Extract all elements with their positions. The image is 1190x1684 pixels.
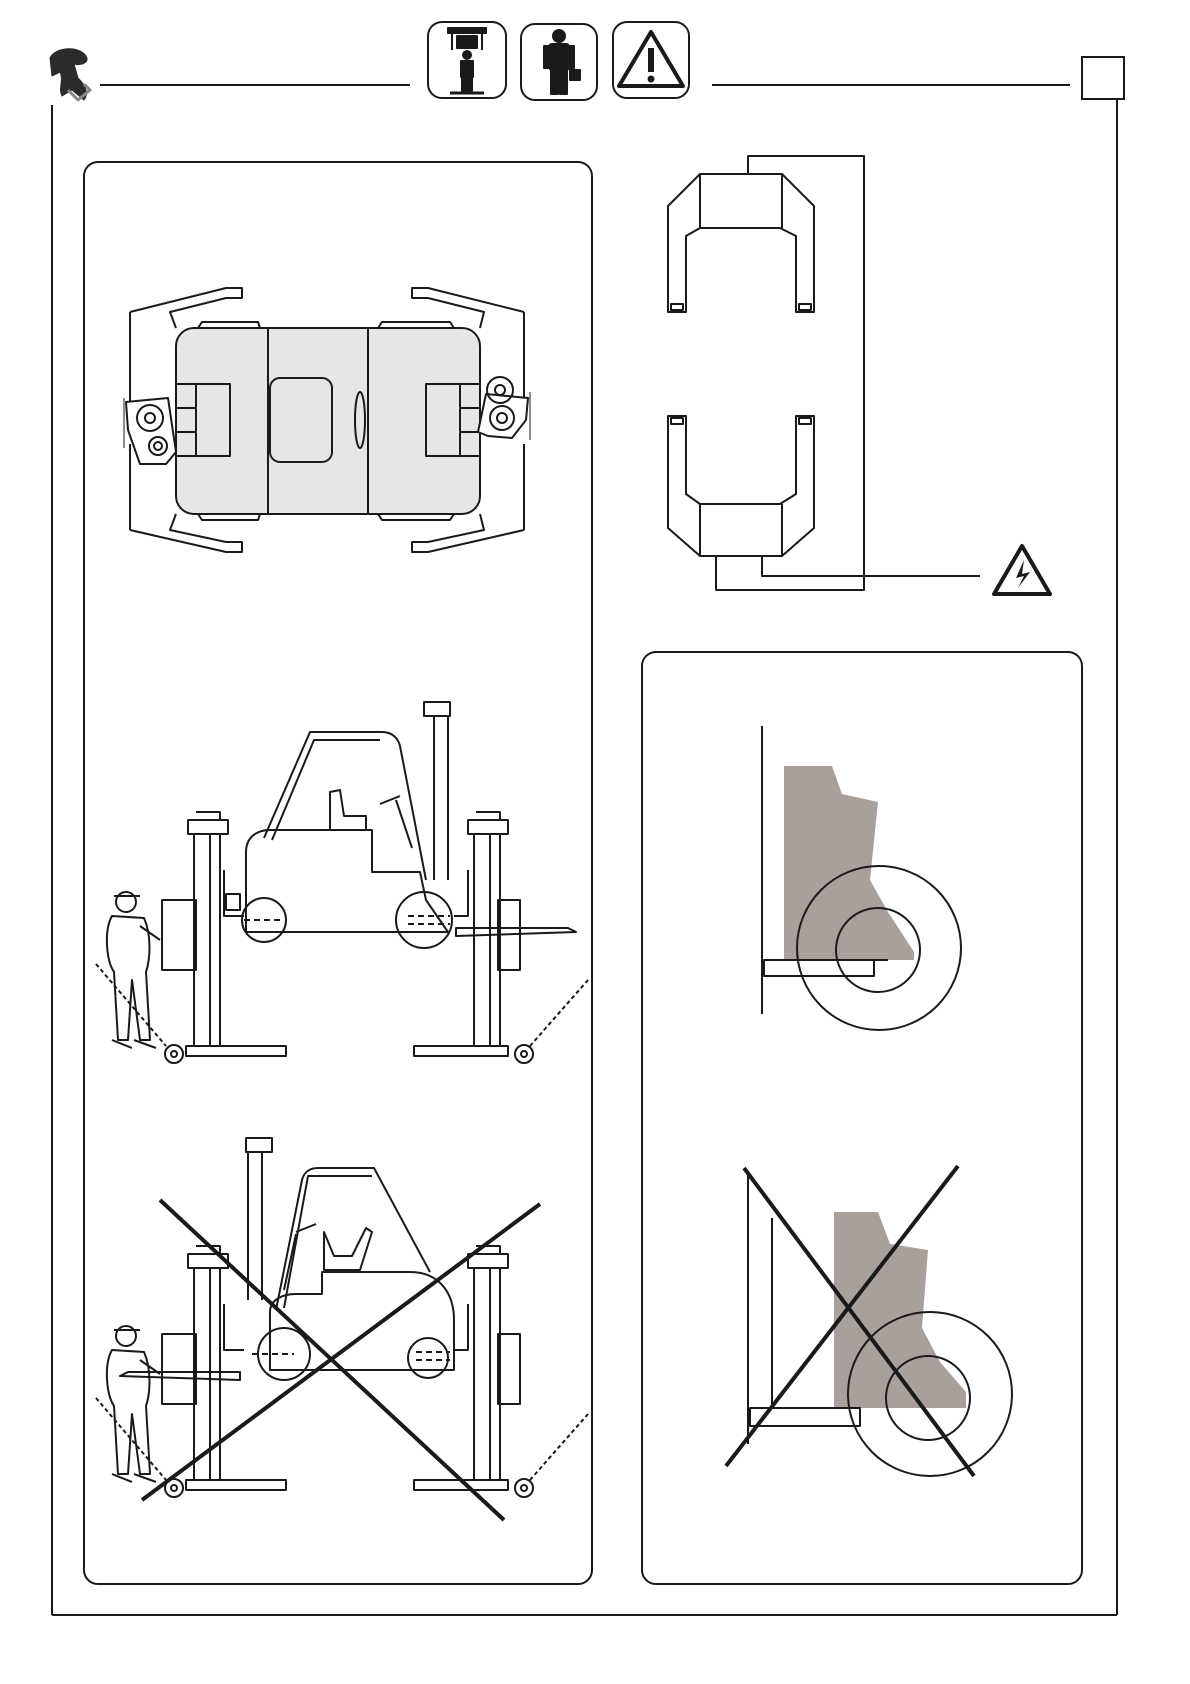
operator-icon [521, 24, 597, 100]
page-number-box [1081, 56, 1125, 100]
warning-icon [613, 22, 689, 98]
wheel-fork-correct [762, 726, 961, 1030]
right-panel [642, 652, 1082, 1584]
cross-line [142, 1204, 540, 1500]
forklift-side-correct [96, 702, 588, 1063]
operator-figure [107, 892, 160, 1048]
operator-lift-icon [428, 22, 506, 98]
wheel-fork-crossed [726, 1166, 1012, 1476]
operator-figure [107, 1326, 160, 1482]
brand-logo [50, 49, 90, 100]
column-plan [668, 156, 1050, 594]
forklift-side-crossed [96, 1138, 588, 1520]
lift-top-view [124, 288, 530, 552]
electric-hazard-icon [994, 546, 1050, 594]
